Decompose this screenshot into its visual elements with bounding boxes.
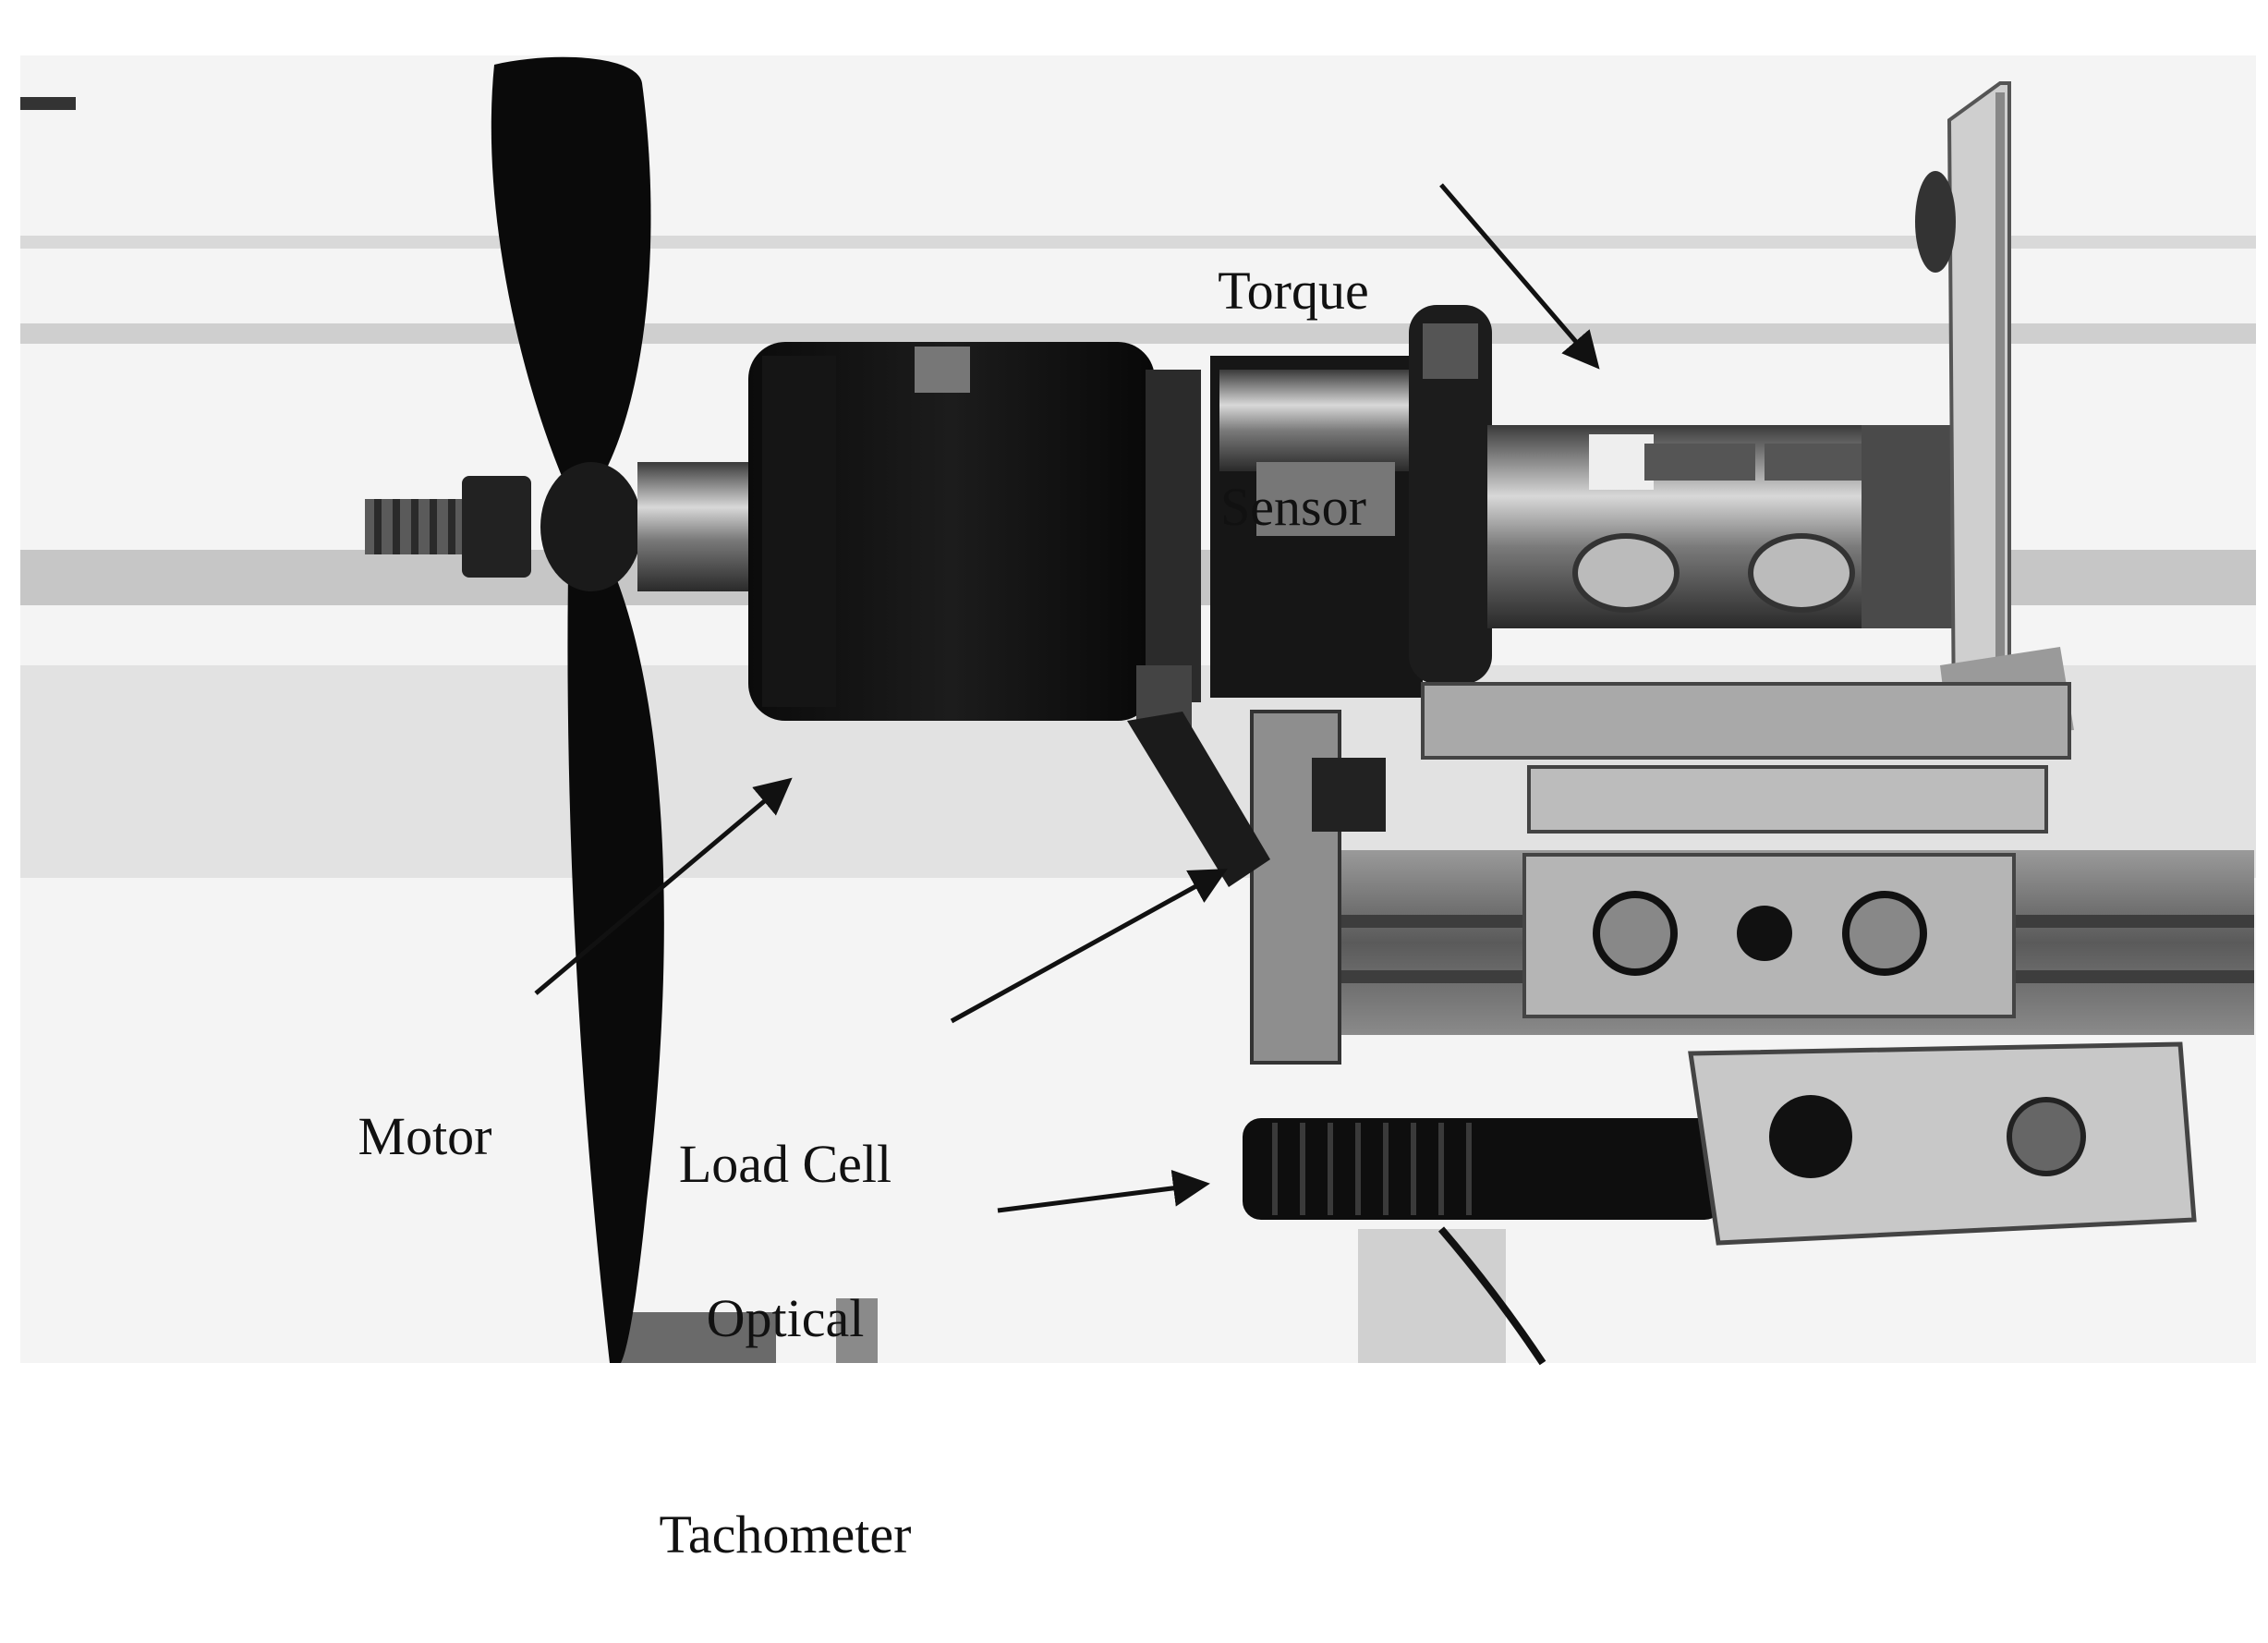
- tachometer-arrow: [997, 1169, 1210, 1213]
- shaft-bolt: [365, 462, 758, 591]
- torque-sensor-arrow: [1439, 183, 1600, 370]
- load-cell-arrow: [950, 869, 1228, 1024]
- load-cell: [1127, 712, 1386, 887]
- load-cell-label-text: Load Cell: [678, 1134, 892, 1194]
- test-rig-photo: Torque Sensor Motor Load Cell Optical Ta…: [20, 55, 2256, 1564]
- torque-sensor: [1487, 425, 1968, 628]
- tach-label-line2: Tachometer: [659, 1504, 912, 1564]
- motor-label: Motor: [342, 956, 508, 1245]
- motor-body: [748, 342, 1201, 730]
- tachometer-label: Optical Tachometer: [628, 1138, 942, 1643]
- bench-clutter: [610, 1226, 1546, 1366]
- propeller: [491, 56, 664, 1363]
- torque-sensor-label: Torque Sensor: [1192, 111, 1395, 615]
- coupling: [1210, 305, 1492, 698]
- slide-rail: [1250, 682, 2254, 1065]
- tach-label-line1: Optical: [706, 1288, 865, 1348]
- test-rig-illustration: [20, 55, 2256, 1366]
- load-cell-label: Load Cell: [656, 984, 915, 1272]
- motor-arrow: [534, 777, 793, 995]
- pointer-arrows: [534, 183, 1600, 1213]
- optical-tachometer: [1243, 1041, 2197, 1246]
- motor-label-text: Motor: [358, 1106, 492, 1166]
- torque-label-line1: Torque: [1218, 261, 1369, 321]
- torque-label-line2: Sensor: [1220, 477, 1366, 537]
